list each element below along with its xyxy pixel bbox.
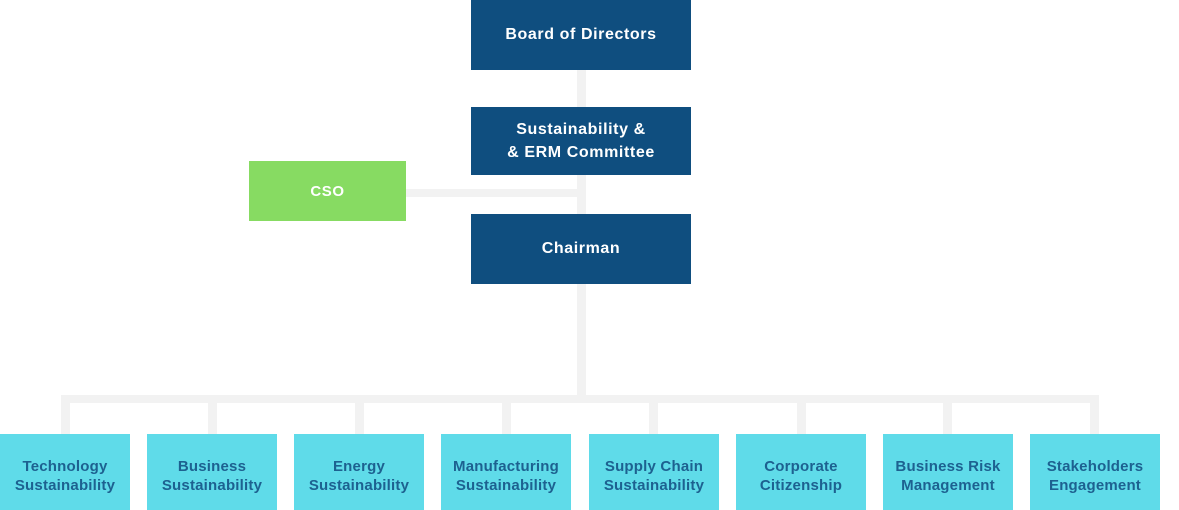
connector-drop-8	[1090, 395, 1099, 434]
connector-drop-1	[61, 395, 70, 434]
org-node-technology-sustainability: Technology Sustainability	[0, 434, 130, 510]
connector-drop-4	[502, 395, 511, 434]
org-node-chairman: Chairman	[471, 214, 691, 284]
connector-horizontal-bar	[61, 395, 1099, 403]
org-node-business-sustainability: Business Sustainability	[147, 434, 277, 510]
org-node-supply-chain-sustainability: Supply Chain Sustainability	[589, 434, 719, 510]
org-node-cso: CSO	[249, 161, 406, 221]
org-node-corporate-citizenship: Corporate Citizenship	[736, 434, 866, 510]
connector-cso-branch	[406, 189, 578, 197]
connector-drop-3	[355, 395, 364, 434]
org-node-board-of-directors: Board of Directors	[471, 0, 691, 70]
connector-drop-6	[797, 395, 806, 434]
org-node-business-risk-management: Business Risk Management	[883, 434, 1013, 510]
org-node-energy-sustainability: Energy Sustainability	[294, 434, 424, 510]
connector-drop-5	[649, 395, 658, 434]
connector-committee-to-chairman	[577, 175, 586, 214]
connector-board-to-committee	[577, 70, 586, 107]
org-node-manufacturing-sustainability: Manufacturing Sustainability	[441, 434, 571, 510]
connector-chairman-to-bar	[577, 284, 586, 403]
connector-drop-2	[208, 395, 217, 434]
org-node-sustainability-erm-committee: Sustainability & & ERM Committee	[471, 107, 691, 175]
connector-drop-7	[943, 395, 952, 434]
org-node-stakeholders-engagement: Stakeholders Engagement	[1030, 434, 1160, 510]
